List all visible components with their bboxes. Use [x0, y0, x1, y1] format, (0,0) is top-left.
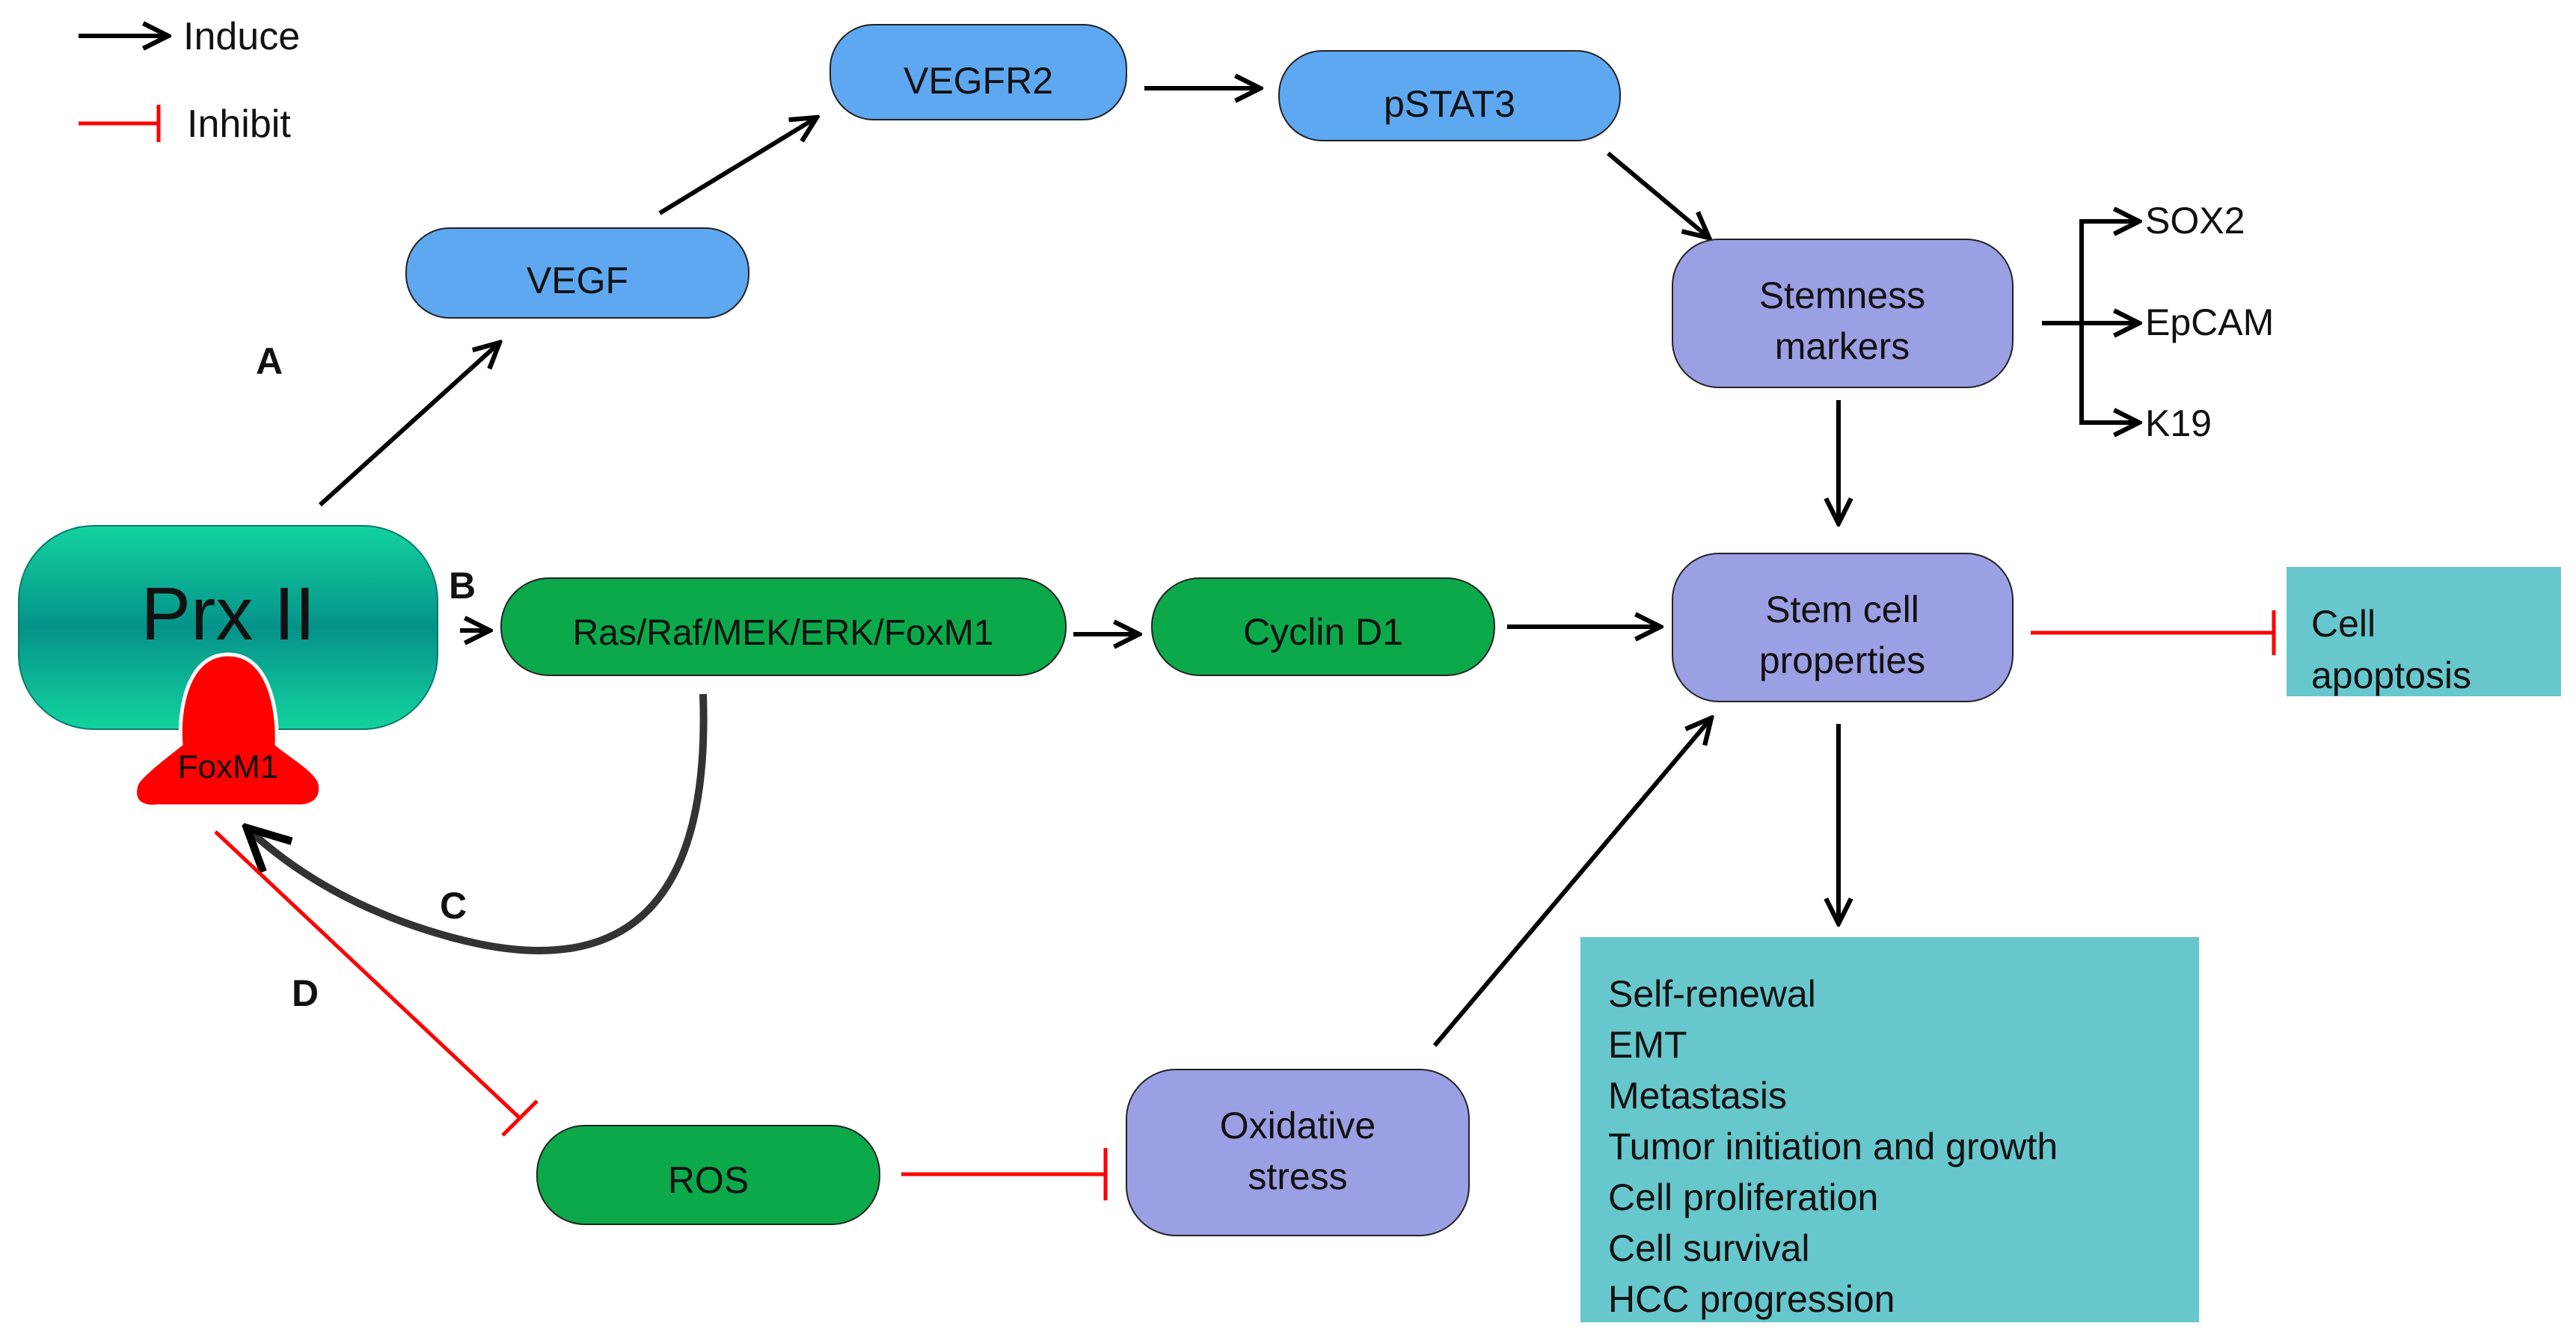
- arrow-ras-feedback-to-foxm1: [247, 693, 708, 954]
- induce-arrows: [247, 88, 2139, 1047]
- node-oxidative-line1: Oxidative: [1220, 1105, 1376, 1147]
- node-stemness-line1: Stemness: [1759, 274, 1925, 316]
- node-stem-cell-line1: Stem cell: [1765, 589, 1919, 630]
- node-ros: [536, 1125, 880, 1225]
- node-vegf-label: VEGF: [527, 260, 628, 301]
- node-foxm1-label: FoxM1: [178, 749, 278, 785]
- outcome-item: Cell survival: [1608, 1227, 1810, 1269]
- arrow-prx-to-vegf: [318, 343, 500, 507]
- pathway-label-d: D: [292, 972, 319, 1014]
- outcome-item: HCC progression: [1608, 1278, 1895, 1320]
- node-prx-ii-label: Prx II: [141, 572, 315, 656]
- marker-sox2: SOX2: [2145, 200, 2245, 242]
- node-stem-cell-properties: [1672, 553, 2014, 702]
- node-cell-apoptosis-line1: Cell: [2311, 603, 2376, 645]
- inhibit-foxm1-ros: [214, 830, 521, 1120]
- node-stem-cell-line2: properties: [1759, 639, 1925, 681]
- outcome-item: Tumor initiation and growth: [1608, 1126, 2058, 1167]
- node-ras-label: Ras/Raf/MEK/ERK/FoxM1: [573, 613, 994, 653]
- outcome-item: EMT: [1608, 1024, 1687, 1066]
- node-ros-label: ROS: [668, 1159, 749, 1201]
- outcome-item: Metastasis: [1608, 1075, 1787, 1117]
- node-pstat3-label: pSTAT3: [1384, 83, 1515, 125]
- arrow-pstat3-to-stemness: [1607, 151, 1709, 238]
- node-oxidative-stress: [1126, 1069, 1470, 1236]
- node-pstat3: [1278, 50, 1621, 141]
- pathway-label-b: B: [449, 565, 476, 607]
- inhibit-foxm1-ros-bar: [501, 1099, 539, 1137]
- marker-k19: K19: [2145, 402, 2212, 444]
- node-vegf: [405, 227, 749, 319]
- legend: Induce Inhibit: [79, 15, 300, 146]
- pathway-label-c: C: [440, 885, 467, 927]
- node-cyclin-d1: [1151, 577, 1495, 676]
- outcome-item: Self-renewal: [1608, 973, 1816, 1015]
- node-cyclin-label: Cyclin D1: [1243, 611, 1403, 653]
- node-vegfr2-label: VEGFR2: [904, 60, 1053, 102]
- node-cell-apoptosis: [2287, 567, 2561, 696]
- node-stemness-markers: [1672, 239, 2014, 388]
- node-stemness-line2: markers: [1775, 325, 1910, 367]
- node-cell-apoptosis-line2: apoptosis: [2311, 654, 2471, 696]
- node-foxm1-shape: [133, 652, 323, 808]
- node-oxidative-line2: stress: [1248, 1156, 1347, 1197]
- legend-inhibit-label: Inhibit: [187, 102, 291, 146]
- node-vegfr2: [829, 24, 1127, 120]
- outcome-item: Cell proliferation: [1608, 1176, 1878, 1218]
- legend-induce-label: Induce: [183, 15, 300, 58]
- inhibit-lines: [214, 610, 2276, 1200]
- pathway-label-a: A: [256, 340, 283, 382]
- node-ras-raf-mek-erk-foxm1: [500, 577, 1067, 676]
- outcomes-box: [1580, 937, 2199, 1322]
- arrow-vegf-to-vegfr2: [658, 117, 817, 215]
- arrow-oxidative-to-stemcell: [1432, 718, 1711, 1047]
- marker-epcam: EpCAM: [2145, 301, 2274, 343]
